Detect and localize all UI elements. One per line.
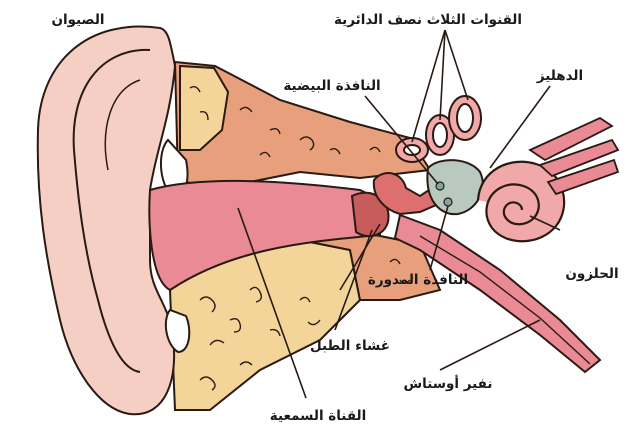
label-oval-window: النافذة البيضية (283, 78, 380, 94)
label-vestibule: الدهليز (536, 68, 583, 84)
label-pinna: الصيوان (51, 12, 104, 28)
label-ear-canal: القناة السمعية (270, 408, 366, 424)
round-window (444, 198, 452, 206)
label-round-window: النافذة المدورة (368, 272, 468, 288)
label-semicircular-canals: القنوات الثلاث نصف الدائرية (334, 12, 522, 28)
label-eardrum: غشاء الطبل (310, 338, 390, 354)
semicircular-canals (396, 96, 481, 162)
label-cochlea: الحلزون (565, 266, 618, 282)
label-eustachian-tube: نفير أوستاش (404, 375, 493, 392)
